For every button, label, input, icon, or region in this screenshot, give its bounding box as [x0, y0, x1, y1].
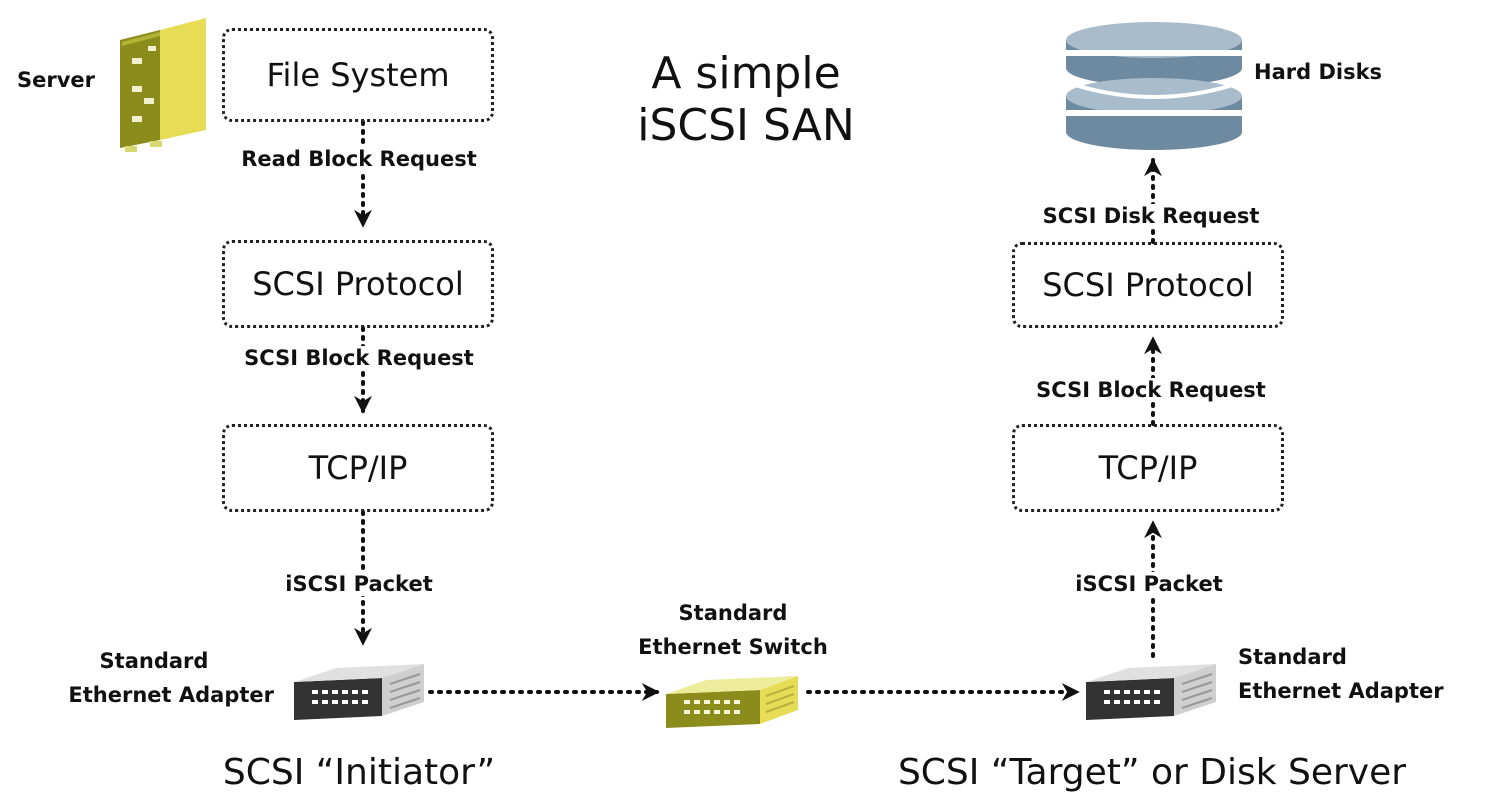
file-system-box: File System	[222, 28, 494, 122]
switch-label-line-1: Standard	[678, 601, 788, 625]
hard-disks-icon	[1065, 22, 1243, 150]
target-scsi-protocol-box: SCSI Protocol	[1012, 242, 1284, 328]
target-ethernet-adapter-icon	[1086, 664, 1216, 720]
read-block-request-label: Read Block Request	[241, 147, 477, 171]
target-caption: SCSI “Target” or Disk Server	[897, 752, 1407, 793]
scsi-disk-request-label: SCSI Disk Request	[1042, 204, 1260, 228]
hard-disks-label: Hard Disks	[1254, 60, 1383, 84]
target-adapter-label-line-2: Ethernet Adapter	[1238, 679, 1444, 703]
target-adapter-label: Standard Ethernet Adapter	[1238, 640, 1444, 708]
title-line-2: iSCSI SAN	[637, 100, 855, 151]
initiator-tcp-ip-box: TCP/IP	[222, 424, 494, 512]
title-line-1: A simple	[651, 48, 841, 99]
target-adapter-label-line-1: Standard	[1238, 645, 1347, 669]
target-iscsi-packet-label: iSCSI Packet	[1075, 572, 1223, 596]
initiator-scsi-block-request-label: SCSI Block Request	[244, 346, 474, 370]
ethernet-switch-icon	[666, 676, 798, 728]
diagram-title: A simple iSCSI SAN	[637, 48, 855, 152]
initiator-adapter-label-line-1: Standard	[99, 649, 209, 673]
initiator-iscsi-packet-label: iSCSI Packet	[285, 572, 433, 596]
target-tcp-ip-box: TCP/IP	[1012, 424, 1284, 512]
initiator-adapter-label: Standard Ethernet Adapter	[8, 644, 274, 712]
initiator-scsi-protocol-box: SCSI Protocol	[222, 240, 494, 328]
server-label: Server	[17, 68, 96, 92]
initiator-caption: SCSI “Initiator”	[222, 752, 496, 793]
initiator-adapter-label-line-2: Ethernet Adapter	[68, 683, 274, 707]
initiator-ethernet-adapter-icon	[294, 664, 424, 720]
server-icon	[120, 18, 206, 152]
switch-label-line-2: Ethernet Switch	[638, 635, 828, 659]
switch-label: Standard Ethernet Switch	[638, 596, 828, 664]
target-scsi-block-request-label: SCSI Block Request	[1036, 378, 1266, 402]
